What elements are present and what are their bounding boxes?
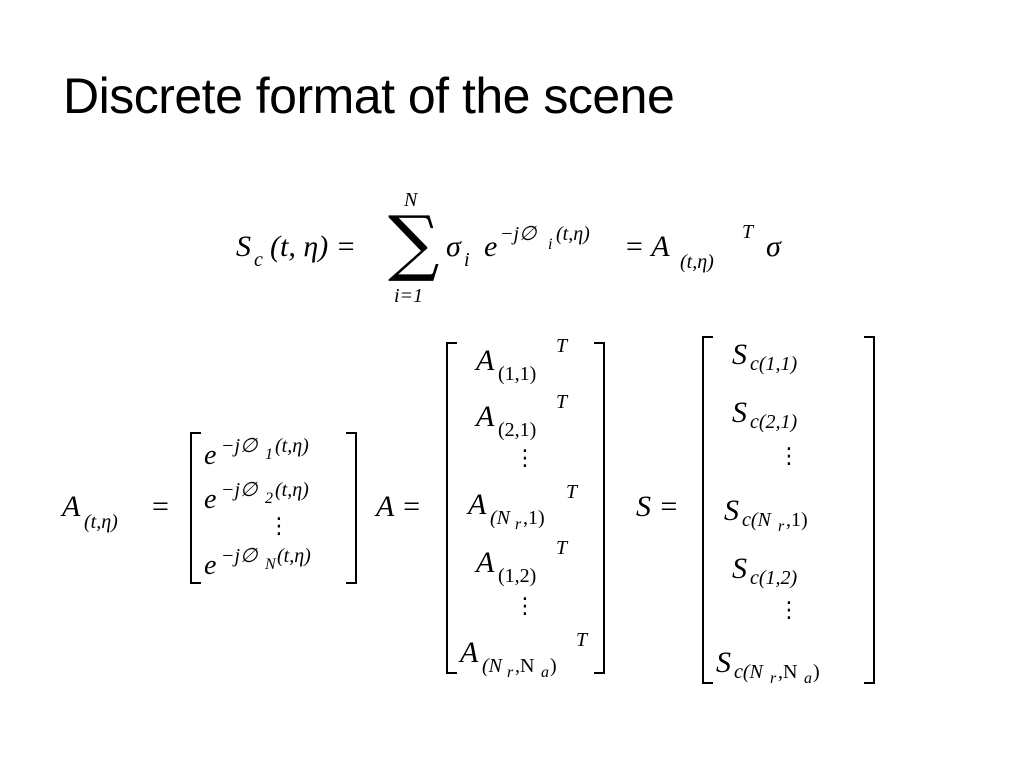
eq2-vdots: ⋮ (268, 514, 290, 539)
summation-sign: ∑ (388, 200, 440, 284)
eq2-left-bracket (190, 432, 201, 584)
eq1-exp-sub-i: i (548, 236, 553, 253)
eq3-A-eq: A = (376, 490, 422, 523)
slide-title: Discrete format of the scene (63, 68, 675, 124)
eq3-vdots-2: ⋮ (514, 594, 536, 619)
eq2-A: A (62, 490, 81, 523)
eq1-exp-args: (t,η) (556, 223, 590, 245)
eq1-lhs-sub-c: c (254, 249, 263, 271)
eq1-lhs-args: (t, η) = (270, 230, 356, 263)
equation-A-t-eta: A (t,η) = e −j∅ 1 (t,η) e −j∅ 2 (t,η) ⋮ … (62, 420, 362, 590)
eq1-sigma-i-sub: i (464, 249, 470, 271)
eq1-e: e (484, 230, 498, 263)
eq1-sum-upper: N (404, 189, 418, 211)
equation-S-vector: S = S c(1,1) S c(2,1) ⋮ S c(N r ,1) S c(… (636, 334, 886, 690)
eq4-right-bracket (864, 336, 875, 684)
eq4-left-bracket (702, 336, 713, 684)
eq3-right-bracket (594, 342, 605, 674)
equation-scene-sum: S c (t, η) = N ∑ i=1 σ i e −j∅ i (t,η) =… (236, 180, 796, 310)
eq3-left-bracket (446, 342, 457, 674)
eq1-A-sub: (t,η) (680, 251, 714, 273)
eq2-right-bracket (346, 432, 357, 584)
eq1-A: = A (624, 230, 670, 263)
eq3-vdots-1: ⋮ (514, 446, 536, 471)
eq4-S-eq: S = (636, 490, 679, 523)
eq2-eq-sign: = (152, 490, 169, 523)
eq2-A-sub: (t,η) (84, 511, 118, 533)
eq1-sum-lower: i=1 (394, 285, 424, 307)
eq4-vdots-1: ⋮ (778, 444, 800, 469)
eq1-sigma-i: σ (446, 230, 461, 263)
eq4-vdots-2: ⋮ (778, 598, 800, 623)
eq1-A-sup: T (742, 221, 754, 243)
eq1-sigma-final: σ (766, 230, 781, 263)
eq1-lhs-S: S (236, 230, 251, 263)
equation-A-matrix: A = A (1,1) T A (2,1) T ⋮ A (N r ,1) T A… (376, 334, 616, 684)
eq1-exp: −j∅ (500, 223, 537, 245)
